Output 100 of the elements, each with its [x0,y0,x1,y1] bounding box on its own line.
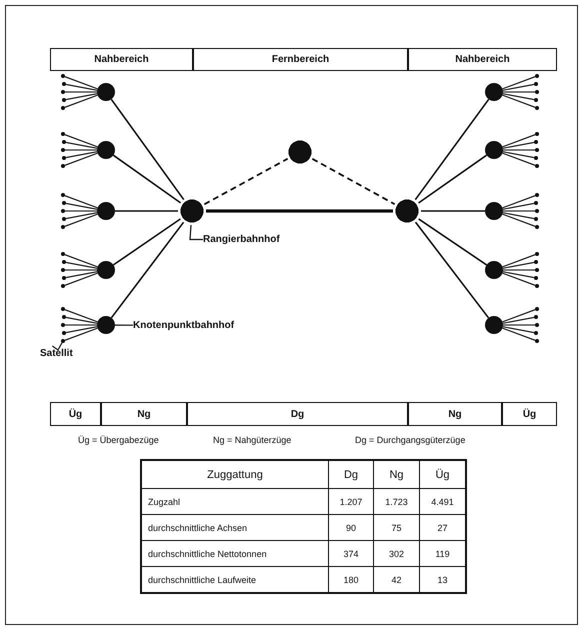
satellite-dot [534,82,538,86]
satellite-dot [534,217,538,221]
satellite-dot [535,164,539,168]
branch-line [502,152,536,166]
satellite-dot [535,148,539,152]
rail-line [110,98,184,200]
branch-line [66,151,98,158]
satellite-dot [534,331,538,335]
junction-station-dot [485,202,503,220]
branch-line [503,210,535,212]
rail-line [204,158,288,206]
rail-line [206,209,393,213]
branch-line [65,210,97,212]
satellite-dot [62,156,66,160]
junction-station-dot [97,141,115,159]
table-header-cell: Dg [328,460,374,488]
branch-line [64,272,98,286]
junction-station-dot [485,141,503,159]
branch-line [502,272,536,286]
satellite-dot [61,106,65,110]
abbreviation-note: Dg = Durchgangsgüterzüge [355,435,466,445]
table-header-cell: Ng [374,460,420,488]
branch-line [64,328,98,341]
satellite-dot [61,284,65,288]
branch-line [502,94,536,108]
satellite-dot [62,217,66,221]
branch-line [64,134,98,148]
satellite-dot [535,284,539,288]
branch-line [66,212,98,220]
train-type-box: Üg [50,402,101,426]
satellite-dot [535,90,539,94]
branch-line [65,149,97,151]
satellite-dot [534,201,538,205]
branch-line [502,214,536,227]
satellite-dot [61,74,65,78]
table-cell: durchschnittliche Achsen [141,514,328,540]
satellite-dot [62,98,66,102]
abbreviation-note: Üg = Übergabezüge [78,435,159,445]
satellite-dot [535,323,539,327]
satellite-dot [534,315,538,319]
branch-line [502,202,534,210]
satellite-dot [535,339,539,343]
branch-line [66,142,98,149]
rail-line [312,158,396,205]
junction-station-dot [97,316,115,334]
satellite-dot [534,276,538,280]
table-cell: Zugzahl [141,488,328,514]
branch-line [502,93,534,100]
branch-line [65,91,97,93]
junction-station-dot [485,316,503,334]
branch-line [502,316,534,324]
zone-label-box: Nahbereich [50,48,193,71]
branch-line [502,254,536,268]
rail-line [112,218,181,266]
branch-line [502,328,536,341]
satellite-dot [535,132,539,136]
satellite-dot [62,82,66,86]
branch-line [502,134,536,148]
branch-line [502,326,534,334]
branch-line [503,149,535,151]
branch-line [64,195,98,208]
abbreviation-note: Ng = Nahgüterzüge [213,435,292,445]
branch-line [65,324,97,326]
satellite-dot [62,201,66,205]
branch-line [503,269,535,271]
rail-line [112,154,182,204]
branch-line [502,271,534,278]
table-cell: 90 [328,514,374,540]
junction-station-dot [97,261,115,279]
branch-line [64,152,98,166]
rail-line [115,210,178,212]
branch-line [66,93,98,100]
train-type-box: Üg [502,402,557,426]
satellite-dot [61,132,65,136]
satellite-dot [62,260,66,264]
branch-line [66,262,98,269]
branch-line [502,309,536,322]
leader-line [52,342,62,351]
satellite-dot [535,268,539,272]
branch-line [502,84,534,91]
train-type-box: Ng [408,402,502,426]
branch-line [503,91,535,93]
junction-station-dot [485,83,503,101]
marshalling-yard-circle [393,197,421,225]
satellite-dot [61,307,65,311]
rail-line [110,222,184,318]
junction-station-dot [485,261,503,279]
branch-line [64,214,98,227]
branch-line [66,316,98,324]
branch-line [64,309,98,322]
station-type-label: Satellit [40,346,86,361]
satellite-dot [61,323,65,327]
satellite-dot [61,268,65,272]
rail-line [414,98,490,200]
table-cell: durchschnittliche Nettotonnen [141,540,328,566]
table-cell: 75 [374,514,420,540]
branch-line [66,84,98,91]
satellite-dot [61,90,65,94]
satellite-dot [61,148,65,152]
leader-line [189,224,203,240]
